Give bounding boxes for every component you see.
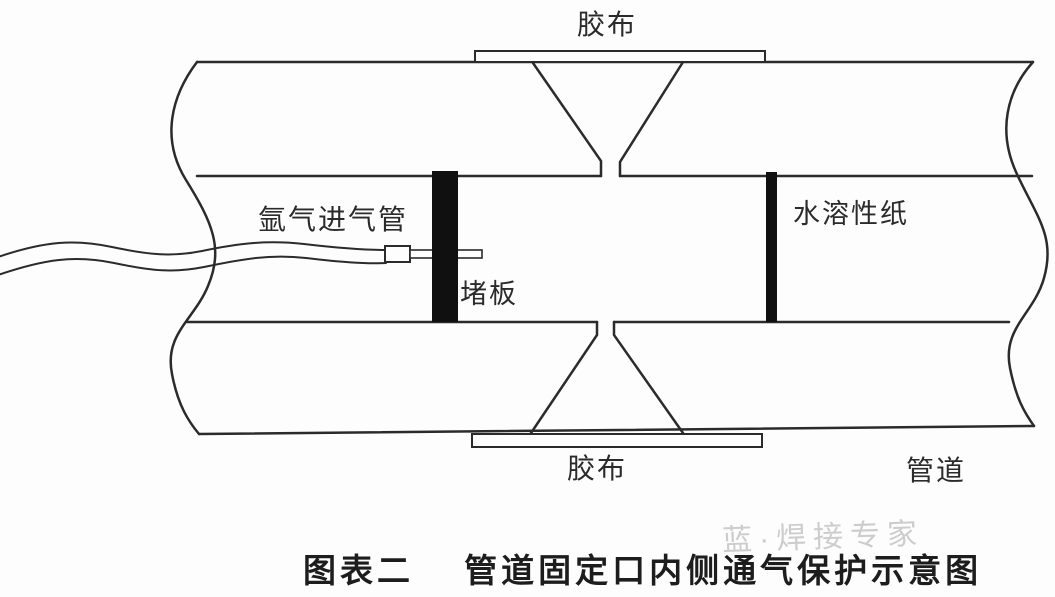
tape-strip-bottom — [471, 433, 763, 448]
pipe-break-line-left — [169, 60, 217, 436]
weld-groove-top-left-bevel — [531, 61, 603, 178]
tape-bottom-label: 胶布 — [567, 453, 628, 484]
tape-top-label: 胶布 — [577, 9, 638, 40]
water-soluble-paper-label: 水溶性纸 — [793, 199, 909, 229]
argon-hose-bottom-line — [0, 255, 387, 276]
hose-connector — [384, 245, 411, 263]
pipe-break-line-right — [1005, 60, 1049, 428]
argon-inlet-pipe-label: 氩气进气管 — [258, 204, 409, 235]
pipe-label: 管道 — [906, 455, 967, 486]
weld-groove-bottom-left-bevel — [529, 320, 599, 435]
plug-plate-label: 堵板 — [460, 279, 518, 309]
tape-strip-top — [474, 50, 766, 63]
weld-groove-bottom-right-bevel — [612, 320, 685, 435]
figure-caption: 图表二 管道固定口内侧通气保护示意图 — [303, 552, 983, 589]
weld-groove-top-right-bevel — [618, 60, 685, 178]
argon-hose-top-line — [0, 241, 387, 258]
pipe-outer-bottom-line — [197, 424, 1036, 436]
plug-plate-bar — [432, 171, 458, 322]
water-soluble-paper-bar — [766, 172, 777, 322]
